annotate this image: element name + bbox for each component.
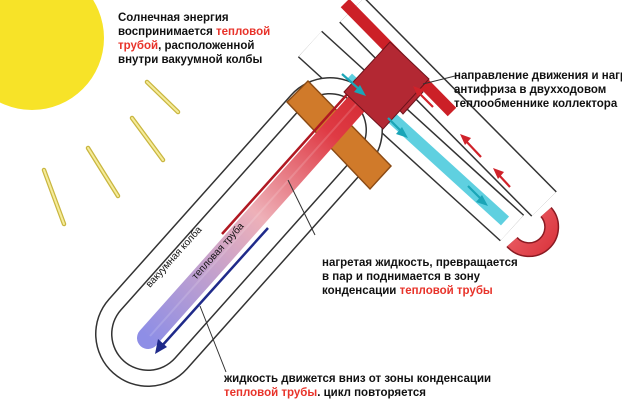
flow-arrow-icon — [413, 86, 434, 108]
manifold-block — [343, 41, 430, 130]
caption-line: направление движения и нагрев — [454, 70, 622, 82]
caption-line: тепловой трубы. цикл повторяется — [224, 386, 491, 400]
flow-arrow-icon — [387, 117, 408, 138]
leader-lines — [199, 75, 456, 373]
caption-line: конденсации тепловой трубы — [322, 284, 518, 298]
caption-highlight: тепловой трубы — [399, 285, 493, 297]
flow-arrow-icon — [460, 134, 482, 158]
caption-text: конденсации — [322, 285, 400, 297]
sun-ray — [129, 115, 166, 163]
sun-rays — [41, 79, 181, 227]
caption-solar-energy: Солнечная энергия воспринимается теплово… — [118, 11, 270, 67]
caption-highlight: тепловой трубы — [224, 387, 318, 399]
sun-ray — [41, 167, 67, 227]
caption-text: . цикл повторяется — [317, 387, 426, 399]
sun-ray — [144, 79, 181, 115]
caption-line: теплообменнике коллектора — [454, 98, 618, 110]
caption-line: жидкость движется вниз от зоны конденсац… — [224, 373, 492, 385]
caption-highlight: тепловой — [216, 26, 271, 38]
caption-line: в пар и поднимается в зону — [322, 271, 481, 283]
caption-text: воспринимается — [118, 26, 217, 38]
flow-arrow-icon — [155, 227, 269, 354]
heat-pipe — [137, 53, 403, 349]
caption-line: Солнечная энергия — [118, 12, 229, 24]
caption-line: внутри вакуумной колбы — [118, 54, 263, 66]
sun-icon — [0, 0, 104, 110]
flow-arrow-icon — [467, 185, 488, 206]
caption-line: антифриза в двухходовом — [454, 84, 607, 96]
flow-arrow-icon — [341, 73, 366, 96]
caption-line: трубой, расположенной — [118, 39, 270, 53]
caption-line: воспринимается тепловой — [118, 25, 270, 39]
caption-flow-direction: направление движения и нагрев антифриза … — [454, 69, 622, 111]
caption-line: нагретая жидкость, превращается — [322, 257, 518, 269]
caption-liquid-down: жидкость движется вниз от зоны конденсац… — [224, 372, 491, 400]
caption-text: , расположенной — [158, 40, 255, 52]
sun-ray — [85, 145, 121, 199]
caption-heated-liquid: нагретая жидкость, превращается в пар и … — [322, 256, 518, 298]
flow-arrow-icon — [493, 168, 511, 188]
caption-highlight: трубой — [118, 40, 159, 52]
